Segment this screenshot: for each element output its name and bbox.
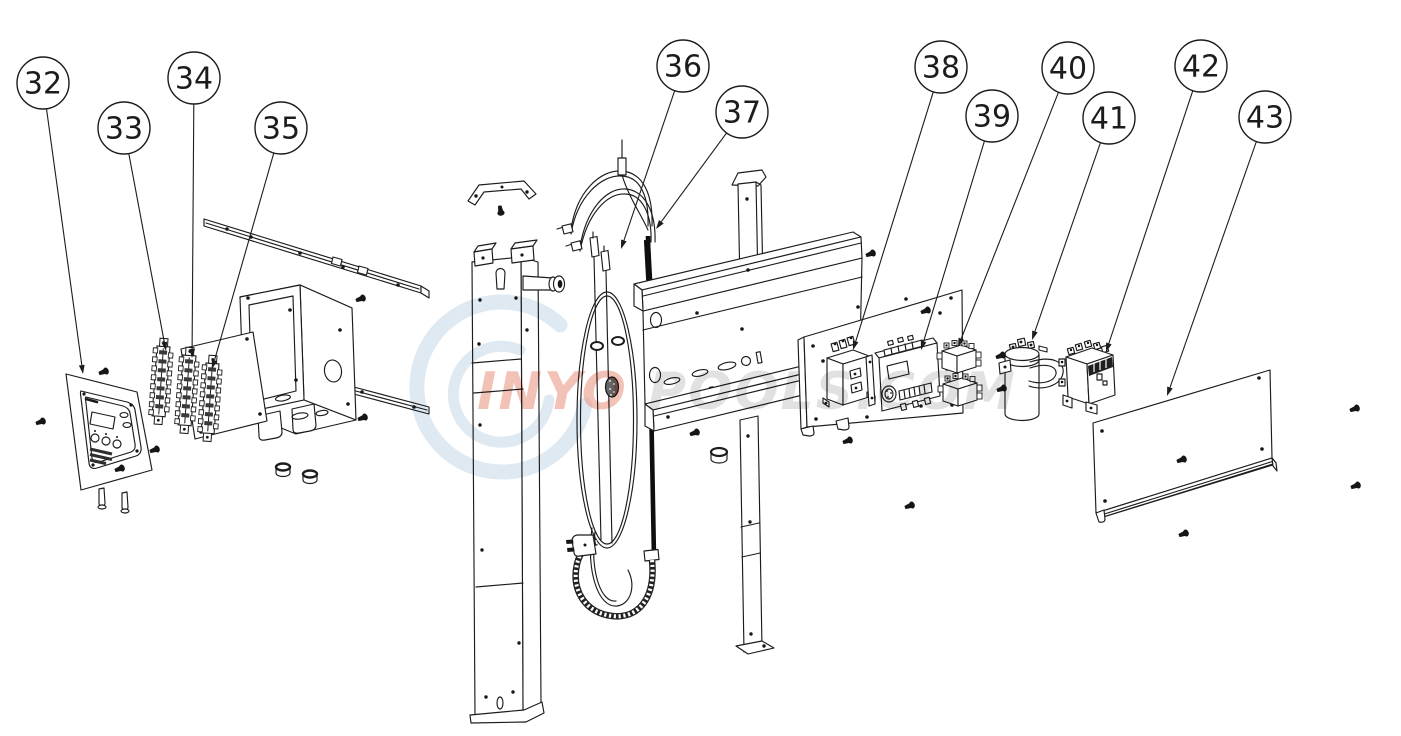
leader-arrowhead-icon xyxy=(1032,330,1038,340)
parts-layer xyxy=(34,139,1362,724)
panel-button xyxy=(112,439,122,449)
callout-number: 42 xyxy=(1182,50,1220,85)
callout-number: 32 xyxy=(24,67,62,102)
watermark-text-primary: INYO xyxy=(477,362,628,422)
leader-arrowhead-icon xyxy=(211,359,218,369)
leader-arrowhead-icon xyxy=(1106,342,1112,352)
callout-circle[interactable] xyxy=(1238,90,1292,144)
leader-arrowhead-icon xyxy=(920,340,927,350)
callout-circle[interactable] xyxy=(715,85,769,139)
callout-40[interactable]: 40 xyxy=(958,41,1095,347)
part-support-column xyxy=(469,239,566,724)
callout-42[interactable]: 42 xyxy=(1106,39,1228,352)
callout-circle[interactable] xyxy=(1174,39,1228,93)
leader-arrowhead-icon xyxy=(621,239,627,249)
part-capacitor xyxy=(998,337,1064,422)
leader-line xyxy=(923,140,986,342)
part-contactor xyxy=(1058,339,1116,415)
callout-number: 40 xyxy=(1049,52,1087,87)
part-terminal-strip-33 xyxy=(147,337,175,426)
callout-37[interactable]: 37 xyxy=(656,85,769,229)
callout-35[interactable]: 35 xyxy=(211,101,308,369)
panel-button xyxy=(90,433,100,443)
callout-circle[interactable] xyxy=(16,56,70,110)
callout-circle[interactable] xyxy=(254,101,308,155)
callout-39[interactable]: 39 xyxy=(920,89,1019,350)
callout-number: 37 xyxy=(723,96,761,131)
leader-arrowhead-icon xyxy=(78,364,85,374)
part-rear-panel xyxy=(1092,369,1278,523)
part-wire-harness xyxy=(556,139,656,607)
callout-36[interactable]: 36 xyxy=(621,39,710,249)
leader-line xyxy=(1034,142,1102,332)
leader-arrowhead-icon xyxy=(656,220,664,229)
part-grommets xyxy=(274,462,319,485)
callout-circle[interactable] xyxy=(914,40,968,94)
callout-41[interactable]: 41 xyxy=(1032,91,1136,340)
leader-line xyxy=(128,153,165,343)
part-control-panel xyxy=(65,373,153,514)
panel-button xyxy=(101,436,111,446)
leader-line xyxy=(623,90,676,241)
leader-arrowhead-icon xyxy=(1167,386,1173,396)
callout-number: 38 xyxy=(922,51,960,86)
callout-number: 35 xyxy=(262,112,300,147)
callout-circle[interactable] xyxy=(656,39,710,93)
callout-circle[interactable] xyxy=(97,101,151,155)
leader-arrowhead-icon xyxy=(161,341,168,351)
lcd-display xyxy=(89,411,116,430)
watermark-swirl-outer-icon xyxy=(409,294,593,480)
leader-arrowhead-icon xyxy=(852,340,859,350)
callout-circle[interactable] xyxy=(965,89,1019,143)
watermark-text-secondary: POOLS.COM xyxy=(648,362,1017,422)
watermark-swirl-inner-icon xyxy=(447,340,555,448)
watermark: INYO POOLS.COM xyxy=(409,294,1017,480)
part-mounting-bracket xyxy=(467,180,537,217)
part-top-rail xyxy=(203,218,430,299)
leader-line xyxy=(1169,141,1257,388)
callout-number: 39 xyxy=(973,100,1011,135)
leader-arrowhead-icon xyxy=(958,337,964,347)
callout-number: 33 xyxy=(105,112,143,147)
callout-34[interactable]: 34 xyxy=(167,51,221,358)
leader-line xyxy=(960,91,1060,339)
leader-arrowhead-icon xyxy=(189,349,195,358)
callout-38[interactable]: 38 xyxy=(852,40,968,350)
leader-line xyxy=(855,91,934,342)
callout-circle[interactable] xyxy=(1041,41,1095,95)
callout-number: 43 xyxy=(1246,101,1284,136)
callout-circle[interactable] xyxy=(1082,91,1136,145)
callout-number: 36 xyxy=(664,50,702,85)
callout-number: 34 xyxy=(175,62,213,97)
callout-circle[interactable] xyxy=(167,51,221,105)
leader-line xyxy=(660,132,728,223)
leader-line xyxy=(1108,90,1194,344)
part-frame-assembly xyxy=(633,169,870,655)
callout-32[interactable]: 32 xyxy=(16,56,85,374)
leader-line xyxy=(45,108,83,366)
part-control-board xyxy=(865,334,941,412)
callout-number: 41 xyxy=(1090,102,1128,137)
callout-43[interactable]: 43 xyxy=(1167,90,1292,396)
leader-line xyxy=(191,103,195,350)
leader-line xyxy=(213,152,275,361)
callout-33[interactable]: 33 xyxy=(97,101,168,351)
